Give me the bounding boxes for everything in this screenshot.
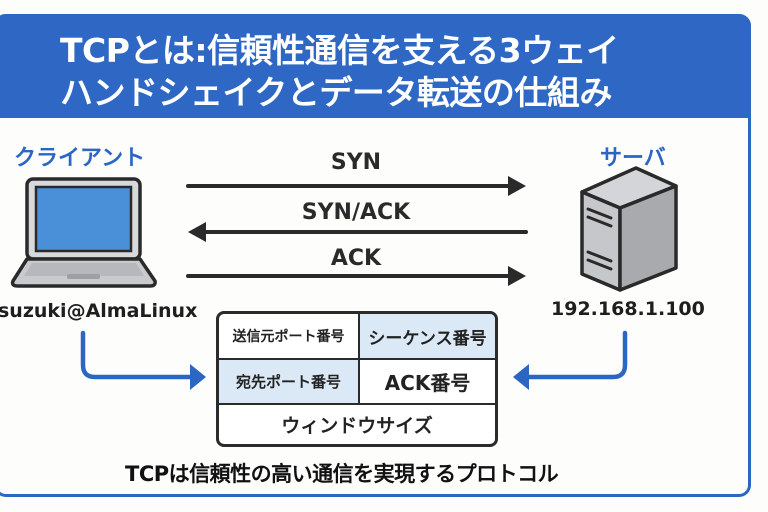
client-host: suzuki@AlmaLinux (0, 300, 198, 322)
ack-label: ACK (330, 246, 382, 271)
syn-arrow (186, 176, 526, 196)
syn-label: SYN (330, 150, 382, 175)
title-banner (0, 14, 751, 118)
server-icon (580, 166, 678, 292)
client-to-header-arrow (80, 330, 206, 390)
laptop-icon (10, 177, 157, 288)
synack-label: SYN/ACK (301, 200, 411, 225)
destination-port-cell: 宛先ポート番号 (219, 360, 360, 405)
sequence-number-cell: シーケンス番号 (360, 314, 495, 360)
server-label: サーバ (600, 146, 666, 171)
caption: TCPは信頼性の高い通信を実現するプロトコル (125, 462, 559, 486)
client-label: クライアント (14, 146, 146, 171)
ack-arrow (186, 266, 526, 286)
ack-number-cell: ACK番号 (360, 360, 495, 405)
server-to-header-arrow (513, 330, 628, 390)
title-line-2: ハンドシェイクとデータ転送の仕組み (60, 73, 612, 112)
synack-arrow (188, 222, 528, 242)
source-port-cell: 送信元ポート番号 (219, 314, 360, 360)
server-ip: 192.168.1.100 (551, 298, 705, 320)
window-size-cell: ウィンドウサイズ (281, 415, 433, 437)
tcp-header-table: 送信元ポート番号 シーケンス番号 宛先ポート番号 ACK番号 ウィンドウサイズ (216, 311, 498, 447)
title-line-1: TCPとは:信頼性通信を支える3ウェイ (60, 31, 619, 70)
